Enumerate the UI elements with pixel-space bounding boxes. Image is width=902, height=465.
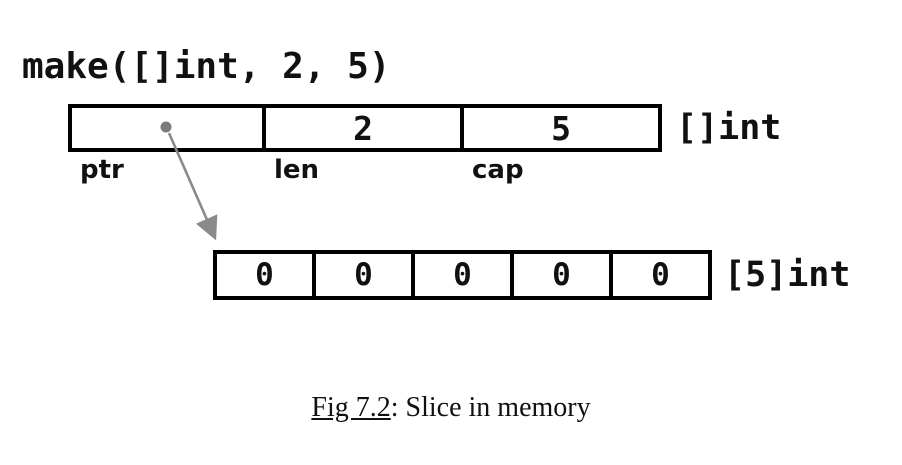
slice-type-label: []int	[676, 108, 782, 148]
backing-array-box: 0 0 0 0 0	[213, 250, 712, 300]
array-cell-3: 0	[510, 254, 609, 296]
array-type-label: [5]int	[724, 255, 851, 295]
figure-number: Fig 7.2	[311, 392, 391, 423]
array-cell-4: 0	[609, 254, 708, 296]
make-call-title: make([]int, 2, 5)	[22, 46, 391, 87]
cap-label: cap	[472, 155, 524, 185]
array-cell-0: 0	[255, 257, 274, 293]
array-cell-1: 0	[312, 254, 411, 296]
slice-header-box: 2 5	[68, 104, 662, 152]
cap-cell: 5	[460, 108, 658, 148]
figure-caption: Fig 7.2: Slice in memory	[0, 392, 902, 424]
array-cell-2: 0	[411, 254, 510, 296]
ptr-label: ptr	[80, 155, 124, 185]
figure-caption-text: : Slice in memory	[390, 392, 591, 423]
len-cell: 2	[262, 108, 460, 148]
len-label: len	[274, 155, 320, 185]
ptr-cell	[72, 108, 262, 148]
